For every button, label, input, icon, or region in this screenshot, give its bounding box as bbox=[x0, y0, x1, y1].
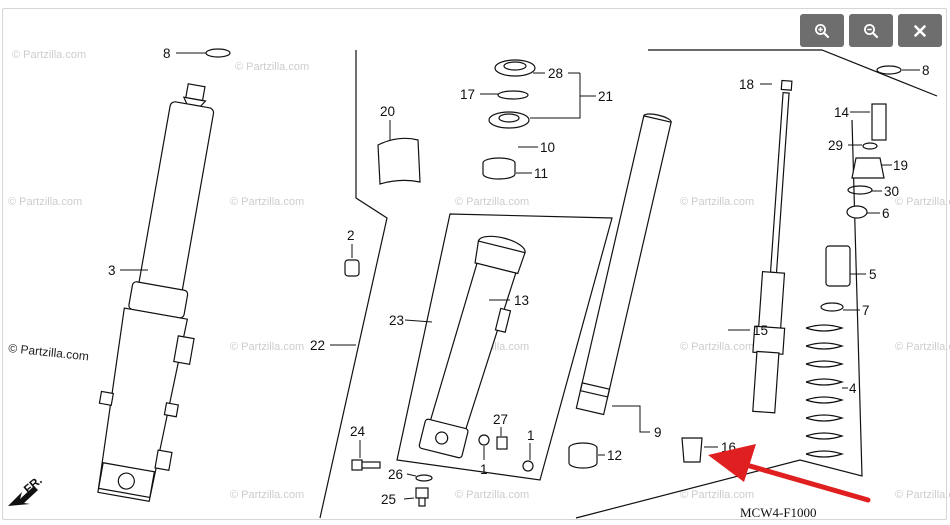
viewer-toolbar bbox=[800, 14, 942, 47]
cap-and-spring-stack bbox=[805, 65, 902, 458]
seal-stack bbox=[488, 59, 536, 129]
callout-19: 19 bbox=[893, 158, 908, 173]
slider-bushing bbox=[482, 157, 598, 469]
front-label: FR. bbox=[21, 473, 45, 496]
watermark: © Partzilla.com bbox=[235, 61, 309, 73]
oil-lock-piece bbox=[681, 437, 703, 463]
zoom-in-button[interactable] bbox=[800, 14, 844, 47]
fork-assembly-left bbox=[97, 83, 215, 503]
callout-5: 5 bbox=[869, 267, 877, 282]
callouts: 8 3 2 22 23 13 20 28 21 17 10 11 9 12 18… bbox=[108, 46, 930, 507]
callout-20: 20 bbox=[380, 104, 395, 119]
callout-9: 9 bbox=[654, 425, 662, 440]
watermark: © Partzilla.com bbox=[455, 489, 529, 501]
snap-ring bbox=[205, 48, 231, 58]
callout-6: 6 bbox=[882, 206, 890, 221]
callout-2: 2 bbox=[347, 228, 355, 243]
leader-lines bbox=[120, 52, 920, 500]
callout-1: 1 bbox=[480, 462, 488, 477]
close-button[interactable] bbox=[898, 14, 942, 47]
callout-8: 8 bbox=[163, 46, 171, 61]
fork-pipe bbox=[575, 113, 672, 416]
callout-30: 30 bbox=[884, 184, 899, 199]
front-arrow-icon bbox=[8, 486, 38, 506]
watermark-prominent: © Partzilla.com bbox=[8, 341, 90, 363]
callout-15: 15 bbox=[753, 323, 768, 338]
watermark: © Partzilla.com bbox=[455, 196, 529, 208]
callout-12: 12 bbox=[607, 448, 622, 463]
fasteners bbox=[351, 434, 534, 507]
watermark: © Partzilla.com bbox=[230, 196, 304, 208]
callout-18: 18 bbox=[739, 77, 754, 92]
callout-17: 17 bbox=[460, 87, 475, 102]
front-indicator: FR. bbox=[8, 473, 45, 506]
callout-27: 27 bbox=[493, 412, 508, 427]
callout-8: 8 bbox=[922, 63, 930, 78]
zoom-out-button[interactable] bbox=[849, 14, 893, 47]
close-icon bbox=[913, 24, 927, 38]
callout-29: 29 bbox=[828, 138, 843, 153]
callout-25: 25 bbox=[381, 492, 396, 507]
watermark: © Partzilla.com bbox=[895, 341, 950, 353]
watermark: © Partzilla.com bbox=[680, 489, 754, 501]
watermark: © Partzilla.com bbox=[12, 49, 86, 61]
zoom-in-icon bbox=[814, 23, 830, 39]
arrow-head-icon bbox=[708, 444, 756, 482]
watermark: © Partzilla.com bbox=[895, 489, 950, 501]
fork-cover bbox=[377, 137, 421, 185]
highlight-arrow bbox=[708, 444, 871, 503]
callout-10: 10 bbox=[540, 140, 555, 155]
watermark: © Partzilla.com bbox=[680, 341, 754, 353]
fork-slider bbox=[418, 235, 526, 459]
zoom-out-icon bbox=[863, 23, 879, 39]
callout-23: 23 bbox=[389, 313, 404, 328]
callout-3: 3 bbox=[108, 263, 116, 278]
callout-4: 4 bbox=[849, 381, 857, 396]
callout-11: 11 bbox=[534, 166, 548, 181]
watermark: © Partzilla.com bbox=[230, 341, 304, 353]
callout-28: 28 bbox=[548, 66, 563, 81]
callout-7: 7 bbox=[862, 303, 870, 318]
callout-14: 14 bbox=[834, 105, 850, 120]
damper-rod bbox=[752, 79, 793, 414]
watermark: © Partzilla.com bbox=[895, 196, 950, 208]
watermark: © Partzilla.com bbox=[680, 196, 754, 208]
callout-21: 21 bbox=[598, 89, 613, 104]
diagram-code: MCW4-F1000 bbox=[740, 505, 817, 520]
collar bbox=[344, 259, 360, 277]
assembly-outline bbox=[319, 49, 938, 519]
callout-13: 13 bbox=[514, 293, 529, 308]
arrow-shaft bbox=[733, 459, 871, 503]
watermark: © Partzilla.com bbox=[230, 489, 304, 501]
callout-24: 24 bbox=[350, 424, 366, 439]
callout-22: 22 bbox=[310, 338, 325, 353]
callout-26: 26 bbox=[388, 467, 403, 482]
watermark: © Partzilla.com bbox=[8, 196, 82, 208]
callout-1: 1 bbox=[527, 428, 535, 443]
